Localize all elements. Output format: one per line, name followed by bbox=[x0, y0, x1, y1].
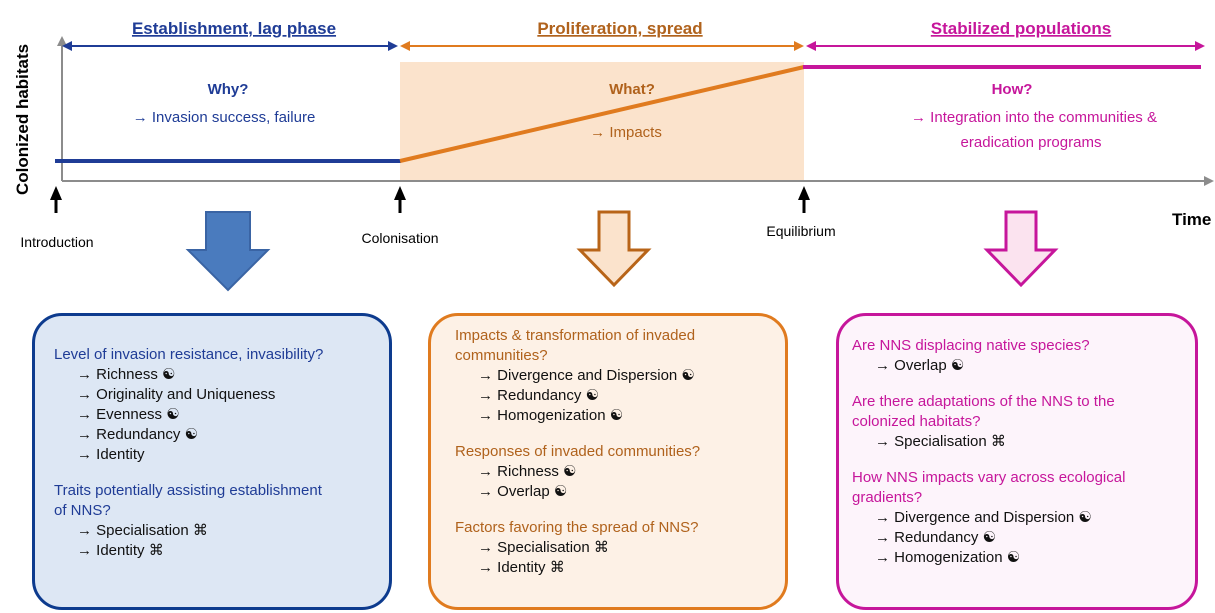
stabilized-questions-box: Are NNS displacing native species? → Ove… bbox=[836, 313, 1198, 610]
question-line: Are there adaptations of the NNS to the bbox=[852, 393, 1115, 410]
list-item: → Specialisation ⌘ bbox=[77, 522, 208, 539]
establishment-questions-box: Level of invasion resistance, invasibili… bbox=[32, 313, 392, 610]
down-arrow-magenta-icon bbox=[983, 210, 1059, 288]
down-arrow-blue-icon bbox=[185, 211, 271, 292]
question-why: Why? bbox=[208, 81, 249, 98]
question-what: What? bbox=[609, 81, 655, 98]
answer-how-line2: eradication programs bbox=[961, 134, 1102, 151]
list-item: → Overlap ☯ bbox=[478, 483, 568, 500]
list-item: → Originality and Uniqueness bbox=[77, 386, 276, 403]
timepoint-introduction: Introduction bbox=[20, 234, 93, 250]
list-item: → Overlap ☯ bbox=[875, 357, 965, 374]
question-impacts-transformation: Impacts & transformation of invaded comm… bbox=[455, 326, 773, 366]
question-line: of NNS? bbox=[54, 502, 111, 519]
colonisation-marker-arrow bbox=[394, 186, 406, 213]
list-item: → Identity ⌘ bbox=[478, 559, 565, 576]
question-invasion-resistance: Level of invasion resistance, invasibili… bbox=[54, 346, 324, 363]
proliferation-questions-box: Impacts & transformation of invaded comm… bbox=[428, 313, 788, 610]
spread-phase-line bbox=[399, 65, 805, 163]
question-line: Traits potentially assisting establishme… bbox=[54, 482, 322, 499]
question-how: How? bbox=[992, 81, 1033, 98]
phase-title-stabilized: Stabilized populations bbox=[931, 19, 1111, 38]
list-item: → Specialisation ⌘ bbox=[875, 433, 1006, 450]
question-responses: Responses of invaded communities? bbox=[455, 443, 701, 460]
question-line: Impacts & transformation of invaded bbox=[455, 327, 696, 344]
down-arrow-orange-icon bbox=[576, 210, 652, 288]
list-item: → Specialisation ⌘ bbox=[478, 539, 609, 556]
question-line: colonized habitats? bbox=[852, 413, 981, 430]
timepoint-equilibrium: Equilibrium bbox=[766, 223, 835, 239]
question-line: communities? bbox=[455, 347, 548, 364]
y-axis-label: Colonized habitats bbox=[13, 44, 32, 195]
question-traits-establishment: Traits potentially assisting establishme… bbox=[54, 481, 377, 521]
list-item: → Identity bbox=[77, 446, 145, 463]
list-item: → Richness ☯ bbox=[478, 463, 577, 480]
list-item: → Divergence and Dispersion ☯ bbox=[478, 367, 695, 384]
question-line: gradients? bbox=[852, 489, 923, 506]
question-adaptations: Are there adaptations of the NNS to the … bbox=[852, 392, 1185, 432]
list-item: → Redundancy ☯ bbox=[478, 387, 600, 404]
question-line: How NNS impacts vary across ecological bbox=[852, 469, 1126, 486]
question-displacing-natives: Are NNS displacing native species? bbox=[852, 337, 1090, 354]
equilibrium-marker-arrow bbox=[798, 186, 810, 213]
phase-title-establishment: Establishment, lag phase bbox=[132, 19, 336, 38]
list-item: → Homogenization ☯ bbox=[478, 407, 624, 424]
list-item: → Identity ⌘ bbox=[77, 542, 164, 559]
x-axis-label: Time bbox=[1172, 210, 1211, 229]
answer-what: → Impacts bbox=[590, 124, 662, 141]
introduction-marker-arrow bbox=[50, 186, 62, 213]
phase-title-proliferation: Proliferation, spread bbox=[537, 19, 702, 38]
list-item: → Divergence and Dispersion ☯ bbox=[875, 509, 1092, 526]
timepoint-colonisation: Colonisation bbox=[361, 230, 438, 246]
question-spread-factors: Factors favoring the spread of NNS? bbox=[455, 519, 699, 536]
answer-why: → Invasion success, failure bbox=[133, 109, 316, 126]
list-item: → Richness ☯ bbox=[77, 366, 176, 383]
answer-how-line1: → Integration into the communities & bbox=[911, 109, 1157, 126]
list-item: → Evenness ☯ bbox=[77, 406, 180, 423]
list-item: → Homogenization ☯ bbox=[875, 549, 1021, 566]
list-item: → Redundancy ☯ bbox=[77, 426, 199, 443]
list-item: → Redundancy ☯ bbox=[875, 529, 997, 546]
question-gradients: How NNS impacts vary across ecological g… bbox=[852, 468, 1185, 508]
